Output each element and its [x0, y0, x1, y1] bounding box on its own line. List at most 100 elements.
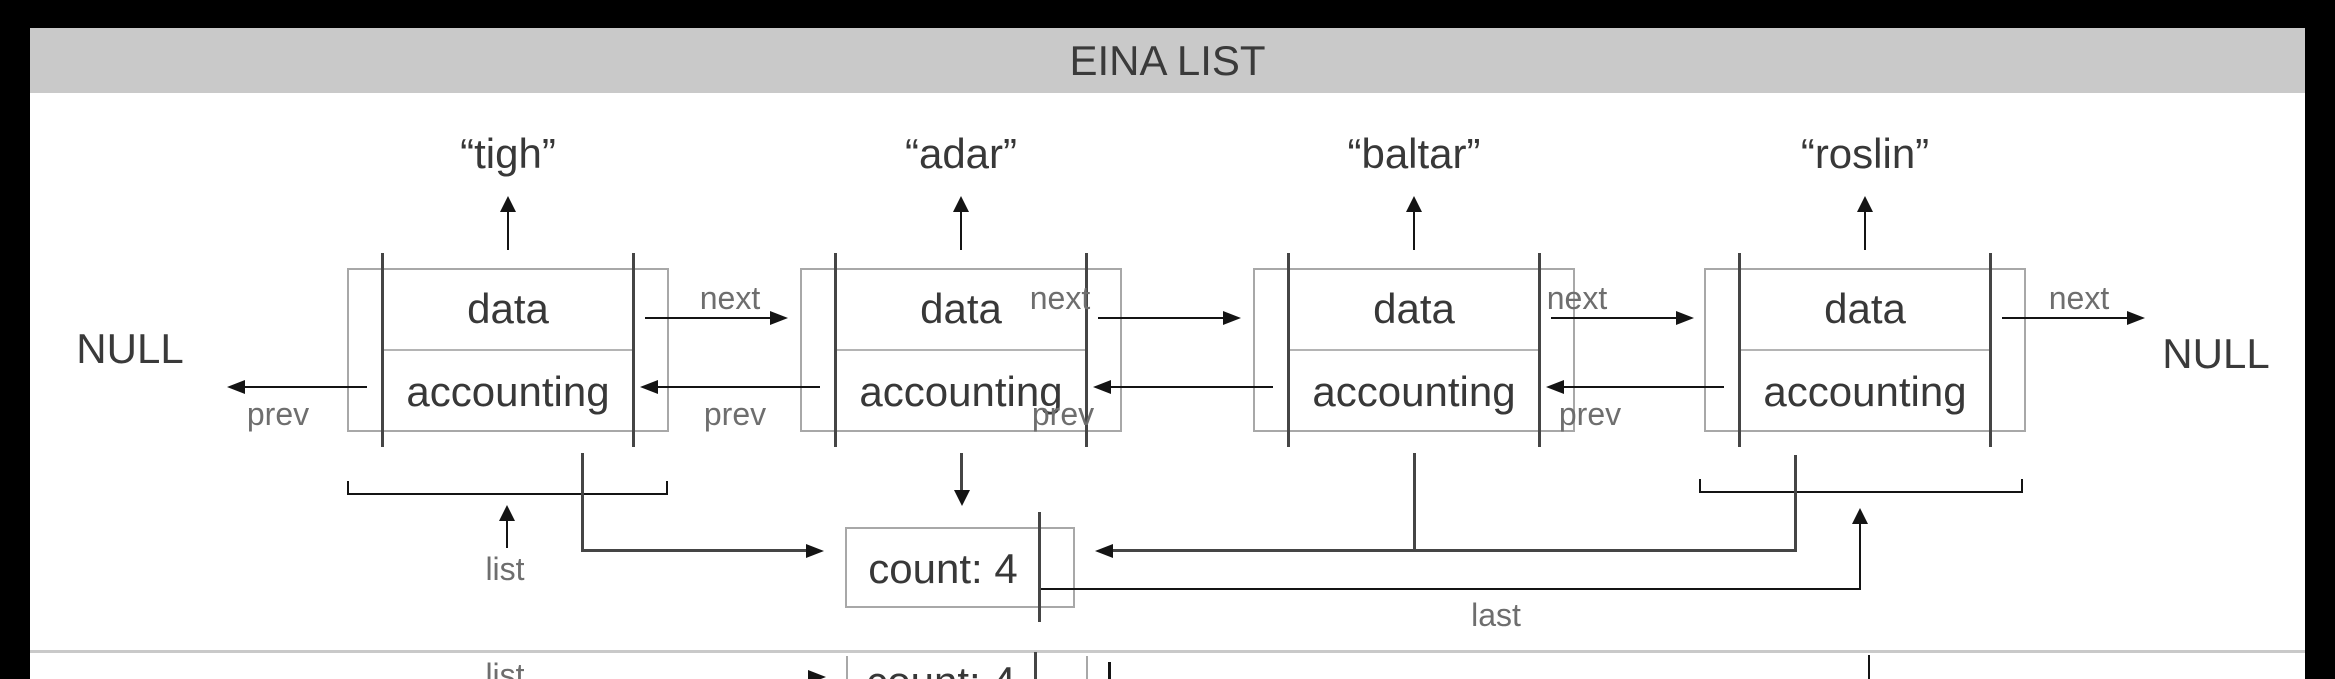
next-arrow-1	[645, 317, 770, 319]
count-box-inner-line	[1038, 512, 1041, 622]
left-border	[0, 0, 30, 679]
figure2-count-arrowhead-fragment	[808, 670, 826, 679]
right-border	[2305, 0, 2335, 679]
node4-inner-left-line	[1738, 253, 1741, 447]
figure2-count-value: count: 4	[846, 658, 1036, 679]
figure-separator	[30, 650, 2305, 653]
node4-label-arrowhead	[1857, 196, 1873, 212]
figure2-count-inner-line	[1034, 652, 1037, 679]
figure2-last-connector-fragment	[1868, 655, 1870, 679]
node1-count-connector-v	[581, 453, 584, 552]
node1-divider	[384, 349, 632, 351]
figure2-arrow-fragment-tick	[1108, 662, 1111, 679]
last-arrowhead	[1852, 508, 1868, 524]
list-node-3	[1253, 268, 1575, 432]
node-label-roslin: “roslin”	[1800, 130, 1930, 177]
node4-count-connector-v	[1794, 455, 1797, 552]
prev-arrow-3	[1111, 386, 1273, 388]
node1-inner-right-line	[632, 253, 635, 447]
node1-count-arrowhead	[806, 544, 824, 558]
prev-arrowhead-2	[640, 380, 658, 394]
next-arrowhead-4	[2127, 311, 2145, 325]
node2-inner-right-line	[1085, 253, 1088, 447]
node2-label-arrowhead	[953, 196, 969, 212]
list-arrowhead	[499, 505, 515, 521]
next-arrow-2	[1098, 317, 1223, 319]
node-label-baltar: “baltar”	[1347, 130, 1481, 177]
top-border	[0, 0, 2335, 28]
prev-label-3: prev	[1031, 396, 1095, 432]
null-label-left: NULL	[76, 325, 184, 372]
page-title: EINA LIST	[1069, 37, 1266, 84]
last-pointer-label: last	[1471, 597, 1521, 633]
node1-bracket-left-tick	[347, 481, 349, 495]
node4-divider	[1741, 349, 1989, 351]
next-arrow-4	[2002, 317, 2127, 319]
last-connector-v	[1859, 524, 1861, 590]
null-label-right: NULL	[2162, 330, 2270, 377]
node2-accounting-cell: accounting	[859, 368, 1063, 415]
node3-inner-left-line	[1287, 253, 1290, 447]
node2-inner-left-line	[834, 253, 837, 447]
node4-accounting-cell: accounting	[1763, 368, 1967, 415]
figure2-count-box-left-edge	[846, 656, 848, 679]
node1-label-arrow-shaft	[507, 212, 509, 250]
next-arrow-3	[1551, 317, 1676, 319]
count-box	[845, 527, 1075, 608]
node34-count-connector-h	[1113, 549, 1797, 552]
node4-inner-right-line	[1989, 253, 1992, 447]
node2-count-connector-v	[960, 453, 963, 491]
title-bar: EINA LIST	[30, 28, 2305, 93]
node-label-tigh: “tigh”	[460, 130, 556, 177]
node3-label-arrow-shaft	[1413, 212, 1415, 250]
figure2-count-box-right-edge	[1086, 656, 1088, 679]
next-arrowhead-1	[770, 311, 788, 325]
prev-label-4: prev	[1558, 396, 1622, 432]
prev-arrow-4	[1564, 386, 1724, 388]
list-arrow-shaft	[506, 521, 508, 548]
node3-divider	[1290, 349, 1538, 351]
node4-bracket	[1699, 491, 2023, 493]
next-label-2: next	[1029, 280, 1091, 316]
prev-arrowhead-3	[1093, 380, 1111, 394]
node2-divider	[837, 349, 1085, 351]
figure2-list-label: list	[485, 657, 525, 679]
next-label-4: next	[2048, 280, 2110, 316]
node2-data-cell: data	[920, 285, 1002, 332]
last-connector-h	[1041, 588, 1861, 590]
list-node-4	[1704, 268, 2026, 432]
node3-label-arrowhead	[1406, 196, 1422, 212]
list-node-2	[800, 268, 1122, 432]
node-label-adar: “adar”	[904, 130, 1018, 177]
node4-label-arrow-shaft	[1864, 212, 1866, 250]
node1-bracket-right-tick	[666, 481, 668, 495]
node34-count-arrowhead	[1095, 544, 1113, 558]
node2-label-arrow-shaft	[960, 212, 962, 250]
next-label-1: next	[699, 280, 761, 316]
node3-accounting-cell: accounting	[1312, 368, 1516, 415]
node1-bracket	[347, 493, 668, 495]
node1-count-connector-h	[581, 549, 807, 552]
node4-data-cell: data	[1824, 285, 1906, 332]
node1-label-arrowhead	[500, 196, 516, 212]
count-value: count: 4	[868, 545, 1018, 592]
node1-accounting-cell: accounting	[406, 368, 610, 415]
prev-arrow-2	[658, 386, 820, 388]
prev-arrow-1	[245, 386, 367, 388]
list-node-1	[347, 268, 669, 432]
prev-label-1: prev	[246, 396, 310, 432]
next-label-3: next	[1546, 280, 1608, 316]
node2-count-arrowhead	[954, 490, 970, 506]
next-arrowhead-2	[1223, 311, 1241, 325]
node4-bracket-left-tick	[1699, 479, 1701, 493]
node4-bracket-right-tick	[2021, 479, 2023, 493]
node3-inner-right-line	[1538, 253, 1541, 447]
prev-label-2: prev	[703, 396, 767, 432]
list-pointer-label: list	[485, 551, 525, 587]
node3-count-connector-v	[1413, 453, 1416, 552]
next-arrowhead-3	[1676, 311, 1694, 325]
node3-data-cell: data	[1373, 285, 1455, 332]
node1-inner-left-line	[381, 253, 384, 447]
prev-arrowhead-1	[227, 380, 245, 394]
